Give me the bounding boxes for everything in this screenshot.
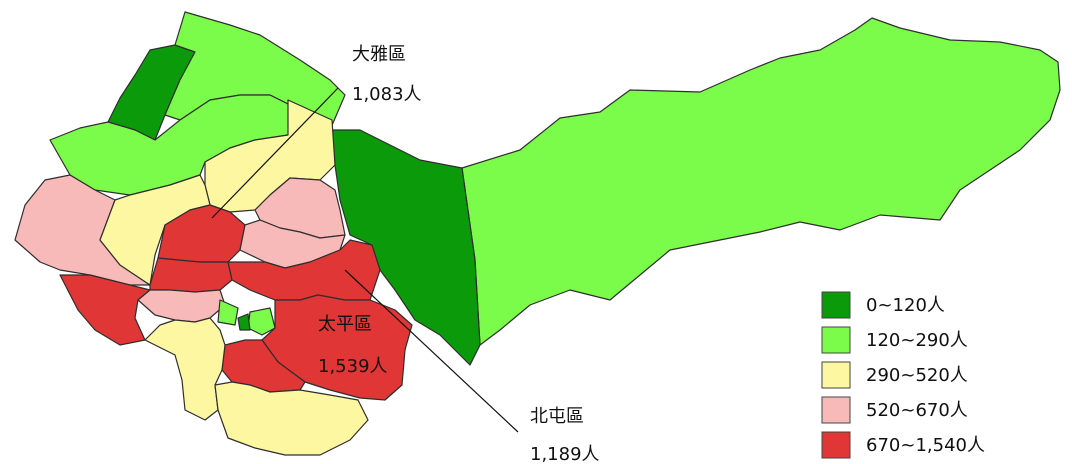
legend-label-1: 120~290人: [866, 330, 968, 351]
legend: 0~120人 120~290人 290~520人 520~670人 670~1,…: [821, 291, 985, 459]
legend-swatch-1: [821, 326, 851, 354]
callout-beitun-value: 1,189人: [530, 444, 600, 464]
callout-taiping-name: 太平區: [318, 314, 372, 335]
region-red-beitun: [227, 239, 381, 301]
region-heping: [461, 17, 1061, 346]
region-pink-south-center: [137, 289, 226, 323]
legend-label-4: 670~1,540人: [866, 435, 985, 456]
leader-line-beitun: [344, 269, 519, 433]
legend-label-2: 290~520人: [866, 365, 968, 386]
legend-swatch-4: [821, 431, 851, 459]
legend-label-0: 0~120人: [866, 295, 945, 316]
region-yellow-south: [214, 381, 369, 456]
callout-daya-name: 大雅區: [352, 44, 406, 65]
region-yellow-south-west: [144, 317, 226, 421]
region-green-pocket-a: [217, 299, 239, 326]
region-dark-green-pocket: [237, 313, 251, 331]
leader-lines: [211, 87, 519, 433]
legend-swatch-3: [821, 396, 851, 424]
district-regions: [14, 11, 1061, 456]
leader-line-daya: [211, 87, 339, 219]
region-red-west: [149, 257, 233, 293]
callouts: 大雅區 1,083人 太平區 1,539人 北屯區 1,189人: [318, 44, 600, 464]
region-red-southwest: [59, 274, 151, 346]
legend-swatch-0: [821, 291, 851, 319]
callout-daya-value: 1,083人: [352, 84, 422, 105]
legend-label-3: 520~670人: [866, 400, 968, 421]
region-pink-center: [239, 219, 346, 269]
callout-beitun-name: 北屯區: [530, 406, 584, 427]
region-dark-green-east: [331, 129, 481, 366]
legend-swatch-2: [821, 361, 851, 389]
callout-taiping-value: 1,539人: [318, 356, 388, 377]
